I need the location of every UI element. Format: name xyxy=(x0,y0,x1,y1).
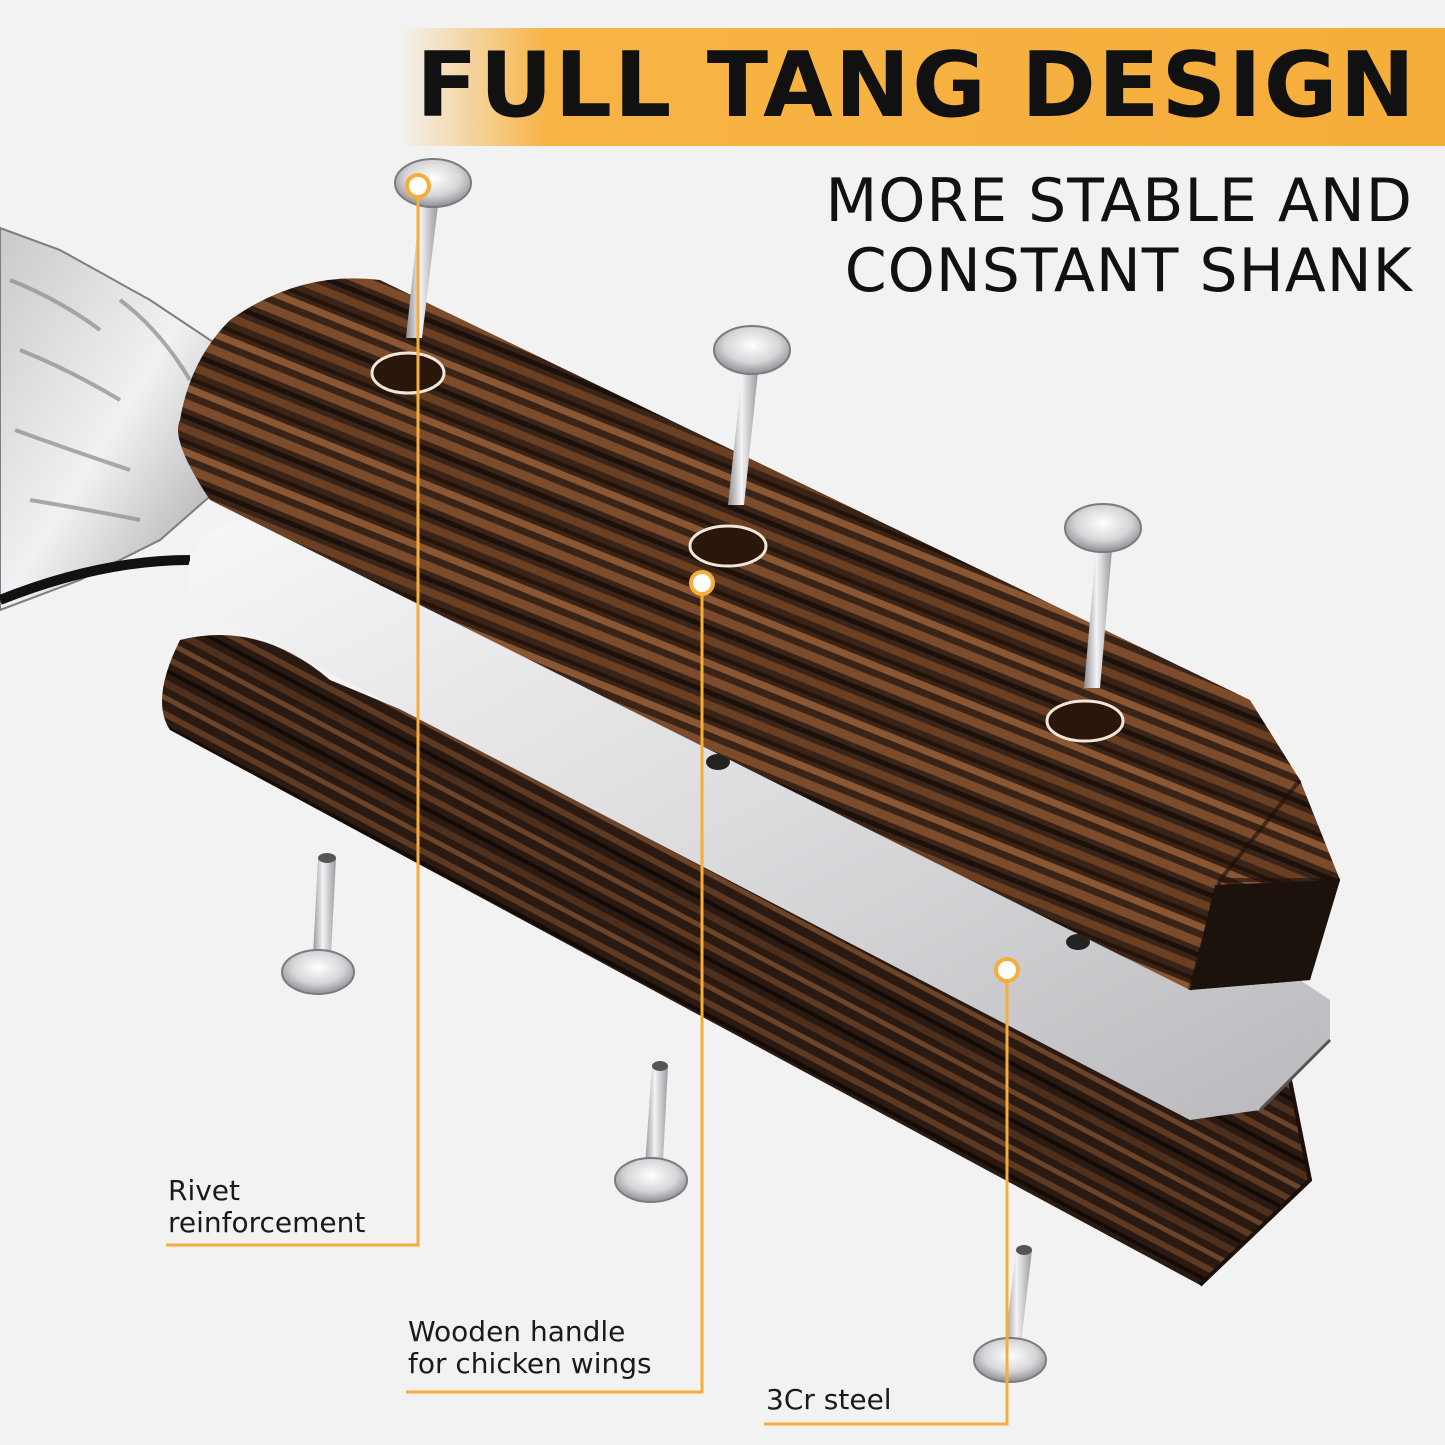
bottom-rivets xyxy=(281,853,1047,1383)
steel-callout-dot xyxy=(994,957,1020,983)
handle-leader-line xyxy=(406,583,704,1394)
steel-leader-line xyxy=(764,970,1009,1426)
handle-callout-line-1: Wooden handle xyxy=(408,1315,626,1348)
bottom-handle-scale xyxy=(162,635,1313,1287)
subheadline-line-1: MORE STABLE AND xyxy=(825,166,1413,236)
headline: FULL TANG DESIGN xyxy=(416,33,1417,138)
rivet-callout-line-2: reinforcement xyxy=(168,1206,366,1239)
headline-banner xyxy=(400,28,1445,146)
top-handle-scale xyxy=(178,278,1340,991)
subheadline: MORE STABLE AND CONSTANT SHANK xyxy=(826,166,1414,306)
handle-callout-line-2: for chicken wings xyxy=(408,1347,652,1380)
rivet-callout-line-1: Rivet xyxy=(168,1174,241,1207)
callout-lines xyxy=(166,173,1020,1426)
steel-callout-line-1: 3Cr steel xyxy=(766,1383,892,1416)
rivet-callout: Rivet reinforcement xyxy=(168,1175,365,1239)
steel-callout: 3Cr steel xyxy=(766,1384,892,1416)
handle-callout-dot xyxy=(689,570,715,596)
subheadline-line-2: CONSTANT SHANK xyxy=(844,236,1413,306)
handle-callout: Wooden handle for chicken wings xyxy=(408,1316,652,1380)
rivet-callout-dot xyxy=(405,173,431,199)
rivet-leader-line xyxy=(166,186,420,1247)
